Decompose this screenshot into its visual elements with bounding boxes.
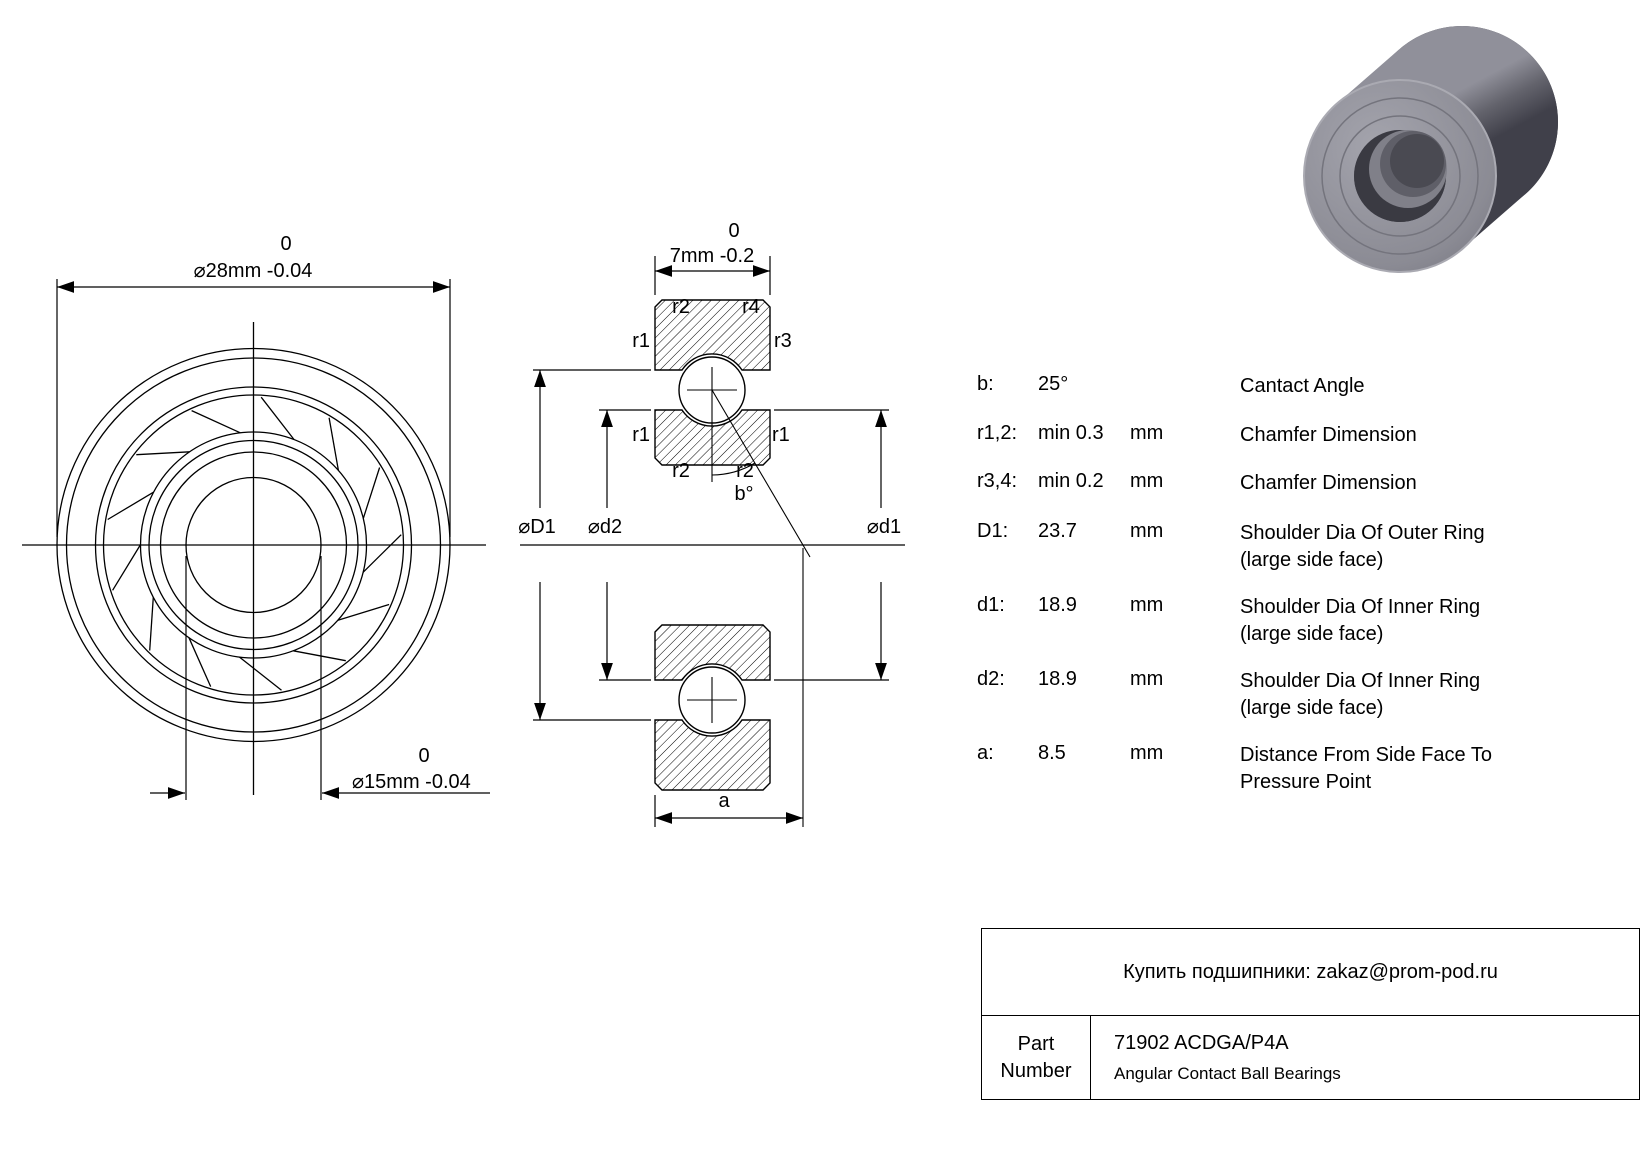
bearing-type-label: Angular Contact Ball Bearings (1114, 1063, 1341, 1083)
section-view (520, 299, 905, 827)
outer-ring-od-circle (56, 347, 451, 743)
inner-ring-bottom-section (654, 624, 771, 681)
contact-line (711, 389, 811, 558)
label-r4-top: r4 (742, 296, 760, 318)
outer-dia-tolerance-upper: 0 (280, 233, 291, 255)
label-r1-inner-right: r1 (772, 424, 790, 446)
part-number-label-cell: Part Number (982, 1016, 1091, 1100)
part-number-row: Part Number 71902 ACDGA/P4A Angular Cont… (982, 1016, 1639, 1100)
width-tolerance-upper: 0 (728, 220, 739, 242)
contact-info-text: Купить подшипники: zakaz@prom-pod.ru (1123, 960, 1498, 983)
title-block: Купить подшипники: zakaz@prom-pod.ru Par… (981, 928, 1640, 1100)
outer-ring-top-section (654, 299, 771, 371)
front-view-dimensions (56, 279, 490, 800)
label-r2-top: r2 (672, 296, 690, 318)
contact-angle-arc (711, 462, 756, 476)
front-view (22, 322, 486, 795)
part-number-value-cell: 71902 ACDGA/P4A Angular Contact Ball Bea… (1091, 1016, 1639, 1100)
label-r2-inner-right: r2 (736, 460, 754, 482)
label-d1: ⌀d1 (867, 516, 901, 538)
part-label-line1: Part (1017, 1032, 1055, 1055)
outer-dia-label: ⌀28mm -0.04 (194, 260, 313, 282)
contact-angle-lines (711, 389, 811, 827)
part-label-line2: Number (1000, 1059, 1072, 1082)
outer-ring-bottom-section (654, 719, 771, 791)
label-a: a (718, 790, 730, 812)
bore-dia-tolerance-upper: 0 (418, 745, 429, 767)
label-D1: ⌀D1 (518, 516, 556, 538)
contact-info-cell: Купить подшипники: zakaz@prom-pod.ru (982, 929, 1639, 1016)
label-r2-inner-left: r2 (672, 460, 690, 482)
bore-dia-label: ⌀15mm -0.04 (352, 771, 471, 793)
width-dimension-label: 7mm -0.2 (670, 245, 754, 267)
label-d2: ⌀d2 (588, 516, 622, 538)
bore-circle (185, 476, 322, 614)
section-dimensions (533, 256, 889, 827)
label-contact-angle: b° (734, 483, 753, 505)
cage-ticks (107, 396, 402, 691)
part-number-value: 71902 ACDGA/P4A (1114, 1031, 1289, 1054)
label-r1-inner-left: r1 (632, 424, 650, 446)
label-r3-outer-right: r3 (774, 330, 792, 352)
label-r1-outer-left: r1 (632, 330, 650, 352)
bearing-front-face-ring (1304, 80, 1496, 272)
bearing-3d-image (1303, 26, 1558, 273)
